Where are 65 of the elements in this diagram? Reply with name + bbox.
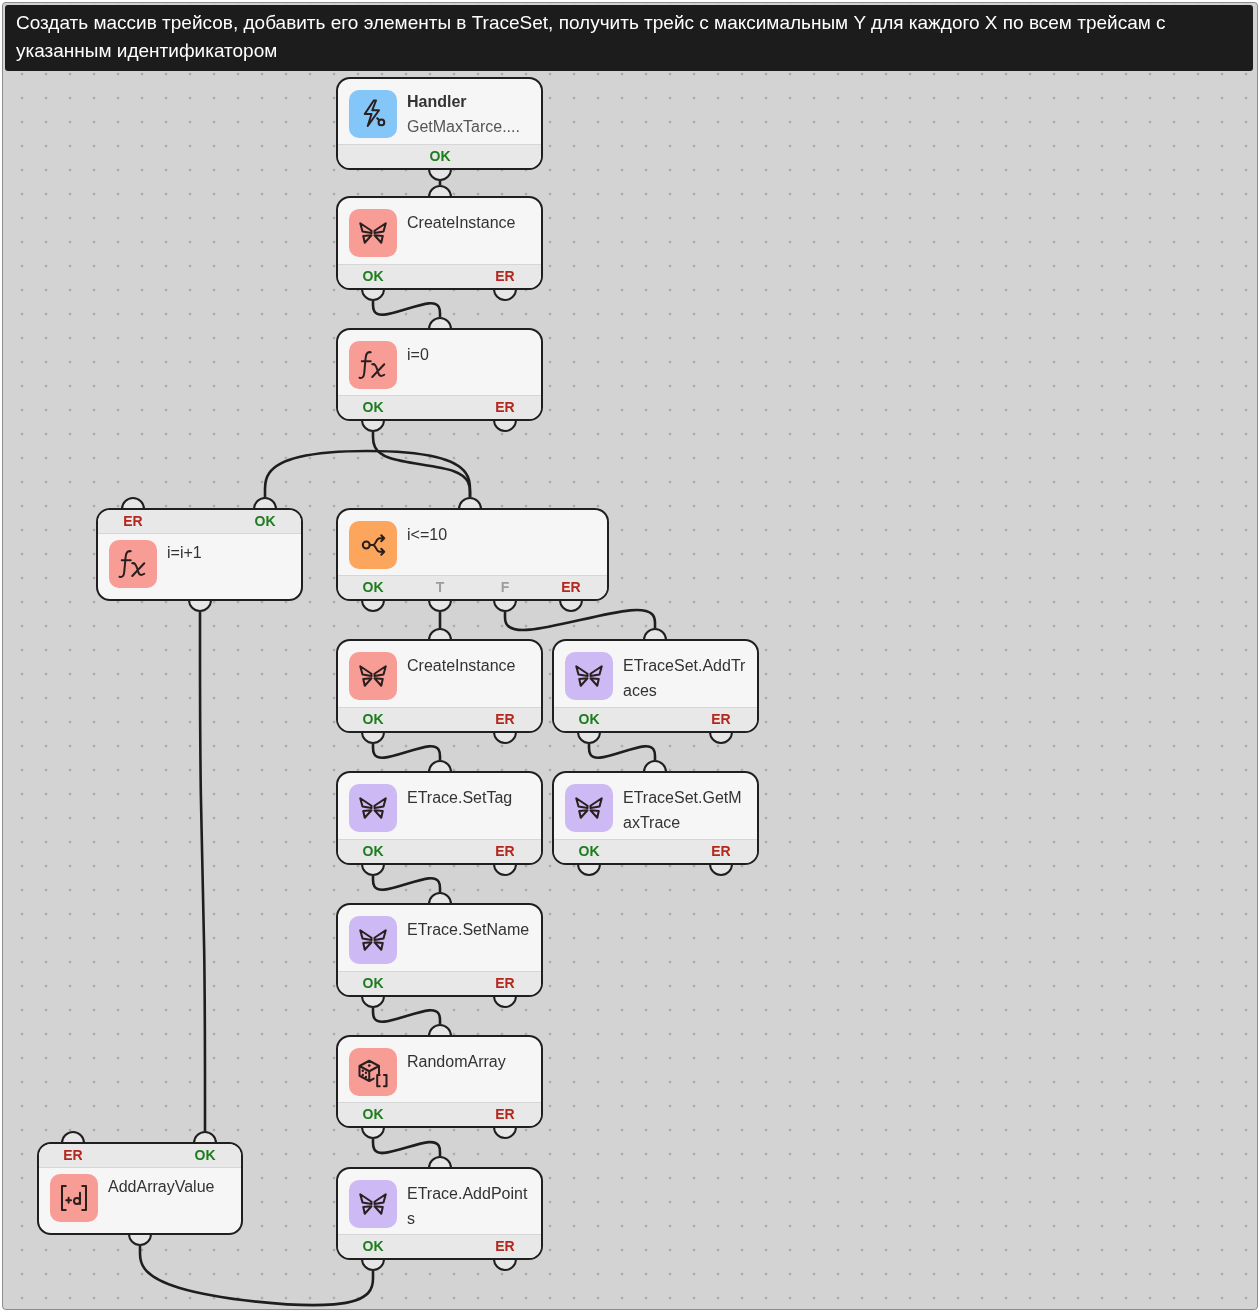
process-node: [336, 639, 543, 733]
node-title: Handler: [407, 92, 467, 112]
port-label: ER: [63, 1146, 83, 1165]
node-label: ETrace.AddPoints: [407, 1184, 529, 1229]
port-label: OK: [194, 1146, 216, 1165]
process-node: [96, 508, 303, 601]
process-node: [552, 639, 759, 733]
port-label: ER: [495, 398, 515, 417]
port-label: OK: [362, 1237, 384, 1256]
handler-node: [336, 77, 543, 170]
port-label: OK: [362, 578, 384, 597]
connector: [371, 876, 442, 892]
connector: [263, 449, 472, 497]
port-label: OK: [578, 710, 600, 729]
connector: [198, 612, 207, 1131]
port-label: ER: [561, 578, 581, 597]
port-label: ER: [495, 1105, 515, 1124]
connector: [138, 1246, 375, 1307]
connector: [371, 301, 442, 317]
node-label: ETraceSet.GetMaxTrace: [623, 788, 743, 833]
port-label: ER: [711, 842, 731, 861]
port-label: OK: [362, 974, 384, 993]
port-label: OK: [362, 267, 384, 286]
node-label: ETraceSet.AddTraces: [623, 656, 747, 701]
port-label: OK: [362, 842, 384, 861]
node-label: i<=10: [407, 525, 449, 545]
process-node: [336, 771, 543, 865]
port-label: ER: [495, 267, 515, 286]
process-node: [37, 1142, 243, 1235]
port-label: ER: [495, 1237, 515, 1256]
port-label: ER: [495, 710, 515, 729]
node-label: AddArrayValue: [108, 1177, 216, 1197]
node-label: i=i+1: [167, 543, 203, 563]
node-subtitle: GetMaxTarce....: [407, 117, 520, 137]
process-node: [552, 771, 759, 865]
port-label: OK: [362, 398, 384, 417]
node-label: i=0: [407, 345, 430, 365]
node-label: RandomArray: [407, 1052, 507, 1072]
connector: [587, 744, 657, 760]
port-label: T: [435, 578, 445, 597]
port-label: OK: [429, 147, 451, 166]
port-label: F: [500, 578, 510, 597]
node-label: CreateInstance: [407, 656, 517, 676]
process-node: [336, 328, 543, 421]
connector: [371, 744, 442, 760]
process-node: [336, 1035, 543, 1128]
port-label: ER: [123, 512, 143, 531]
node-label: ETrace.SetName: [407, 920, 531, 940]
process-node: [336, 903, 543, 997]
port-label: ER: [495, 842, 515, 861]
node-label: CreateInstance: [407, 213, 517, 233]
connector: [371, 1139, 442, 1156]
port-label: ER: [495, 974, 515, 993]
node-label: ETrace.SetTag: [407, 788, 514, 808]
process-node: [336, 196, 543, 290]
port-label: OK: [362, 1105, 384, 1124]
port-label: OK: [362, 710, 384, 729]
diagram-title: Создать массив трейсов, добавить его элементы в TraceSet, получить трейс с максимальным Y для каждого X по всем трейсам с указанным идентификатором: [5, 5, 1253, 71]
process-node: [336, 1167, 543, 1260]
connector: [371, 1008, 442, 1024]
port-label: ER: [711, 710, 731, 729]
condition-node: [336, 508, 609, 601]
port-label: OK: [254, 512, 276, 531]
port-label: OK: [578, 842, 600, 861]
connector: [503, 608, 657, 632]
